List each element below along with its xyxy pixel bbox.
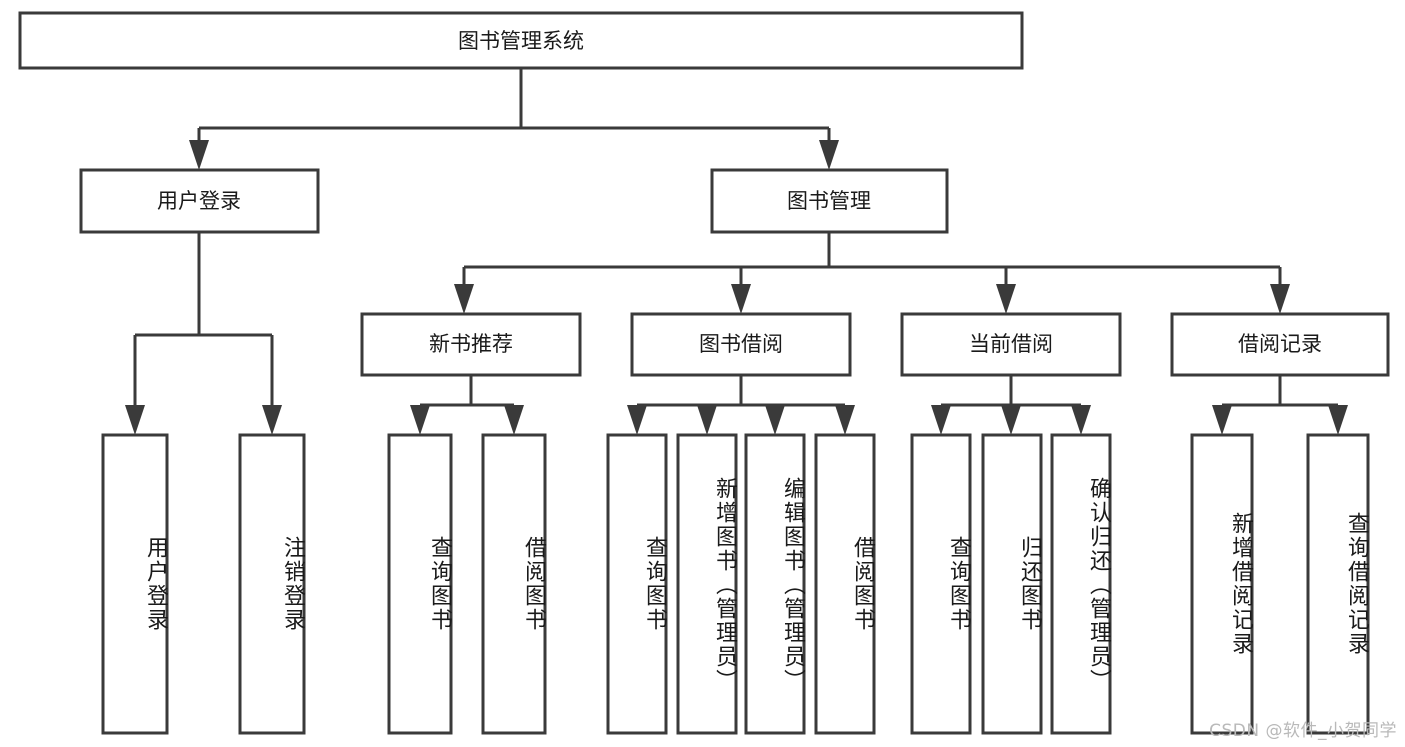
arrow-head-leaf-edit-book-admin xyxy=(765,405,785,435)
arrow-head-book-management xyxy=(819,140,839,170)
node-current-borrow[interactable]: 当前借阅 xyxy=(900,312,1122,377)
node-leaf-user-logout-box[interactable] xyxy=(238,433,306,735)
arrow-head-leaf-borrow-book xyxy=(835,405,855,435)
node-new-book-recommend-label: 新书推荐 xyxy=(429,332,513,356)
node-new-book-recommend-box[interactable] xyxy=(360,312,582,377)
connector-book-management-to-level3 xyxy=(454,232,1290,314)
arrow-head-leaf-add-book-admin xyxy=(697,405,717,435)
node-leaf-add-borrow-record-box[interactable] xyxy=(1190,433,1254,735)
node-book-management[interactable]: 图书管理 xyxy=(710,168,949,234)
arrow-head-leaf-user-login xyxy=(125,405,145,435)
arrow-head-leaf-query-borrow-record xyxy=(1328,405,1348,435)
arrow-head-leaf-return-book xyxy=(1001,405,1021,435)
node-leaf-query-book-current-box[interactable] xyxy=(910,433,972,735)
node-leaf-edit-book-admin-box[interactable] xyxy=(744,433,806,735)
node-user-login-label: 用户登录 xyxy=(157,189,241,213)
connector-new-book-recommend-to-leaves xyxy=(410,375,524,435)
node-root[interactable]: 图书管理系统 xyxy=(18,11,1024,70)
arrow-head-leaf-user-logout xyxy=(262,405,282,435)
connector-root-to-level2 xyxy=(189,68,839,170)
node-book-borrow[interactable]: 图书借阅 xyxy=(630,312,852,377)
node-user-login-box[interactable] xyxy=(79,168,320,234)
node-leaf-user-login-box[interactable] xyxy=(101,433,169,735)
node-borrow-record-label: 借阅记录 xyxy=(1238,332,1322,356)
arrow-head-leaf-query-book-rec xyxy=(410,405,430,435)
node-leaf-borrow-book-box[interactable] xyxy=(814,433,876,735)
node-current-borrow-box[interactable] xyxy=(900,312,1122,377)
node-current-borrow-label: 当前借阅 xyxy=(969,332,1053,356)
csdn-watermark: CSDN @软件_小贺同学 xyxy=(1209,721,1397,741)
node-book-borrow-label: 图书借阅 xyxy=(699,332,783,356)
node-leaf-borrow-book-rec-box[interactable] xyxy=(481,433,547,735)
node-new-book-recommend[interactable]: 新书推荐 xyxy=(360,312,582,377)
arrow-head-leaf-add-borrow-record xyxy=(1212,405,1232,435)
arrow-head-leaf-query-book-borrow xyxy=(627,405,647,435)
node-leaf-confirm-return-admin-box[interactable] xyxy=(1050,433,1112,735)
connector-book-borrow-to-leaves xyxy=(627,375,855,435)
arrow-head-current-borrow xyxy=(996,284,1016,314)
node-leaf-query-book-borrow-box[interactable] xyxy=(606,433,668,735)
node-leaf-query-book-rec-box[interactable] xyxy=(387,433,453,735)
arrow-head-user-login xyxy=(189,140,209,170)
node-borrow-record[interactable]: 借阅记录 xyxy=(1170,312,1390,377)
arrow-head-borrow-record xyxy=(1270,284,1290,314)
node-root-box[interactable] xyxy=(18,11,1024,70)
connector-borrow-record-to-leaves xyxy=(1212,375,1348,435)
arrow-head-leaf-borrow-book-rec xyxy=(504,405,524,435)
connector-current-borrow-to-leaves xyxy=(931,375,1091,435)
node-root-label: 图书管理系统 xyxy=(458,29,584,53)
arrow-head-leaf-confirm-return-admin xyxy=(1071,405,1091,435)
node-book-borrow-box[interactable] xyxy=(630,312,852,377)
connector-user-login-to-leaves xyxy=(125,232,282,435)
node-leaf-query-borrow-record-box[interactable] xyxy=(1306,433,1370,735)
node-book-management-box[interactable] xyxy=(710,168,949,234)
node-leaf-return-book-box[interactable] xyxy=(981,433,1043,735)
node-borrow-record-box[interactable] xyxy=(1170,312,1390,377)
node-leaf-add-book-admin-box[interactable] xyxy=(676,433,738,735)
arrow-head-new-book-recommend xyxy=(454,284,474,314)
arrow-head-leaf-query-book-current xyxy=(931,405,951,435)
arrow-head-book-borrow xyxy=(731,284,751,314)
node-book-management-label: 图书管理 xyxy=(787,189,871,213)
node-user-login[interactable]: 用户登录 xyxy=(79,168,320,234)
